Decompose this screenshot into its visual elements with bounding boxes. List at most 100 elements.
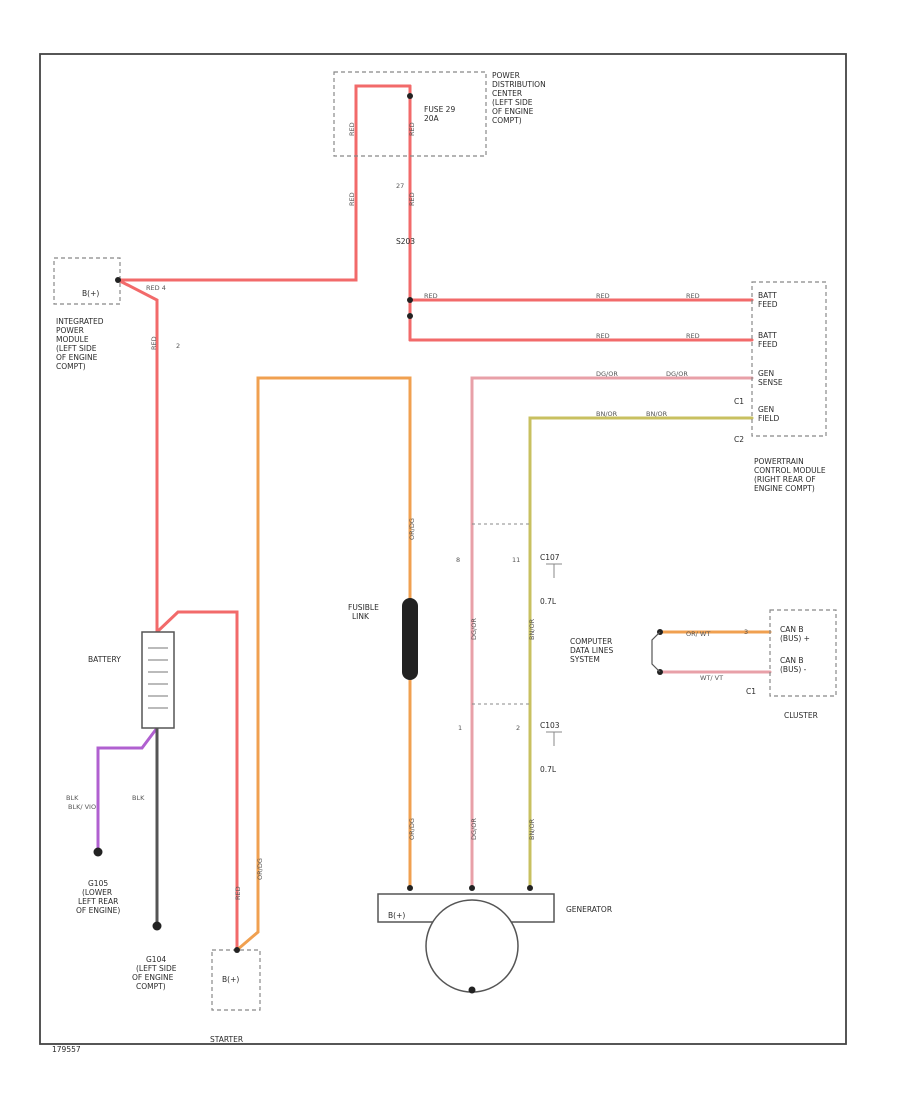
pcm-pin-label: BATT FEED BATT FEED GEN SENSE GEN FIELD bbox=[758, 291, 785, 423]
wl-red-4: RED bbox=[408, 192, 416, 206]
splice-label: S203 bbox=[396, 237, 415, 246]
ipm-line-3: MODULE bbox=[56, 335, 89, 344]
generator-symbol bbox=[377, 893, 555, 993]
pcm-line-4: ENGINE COMPT) bbox=[754, 484, 815, 493]
pdc-line-5: OF ENGINE bbox=[492, 107, 534, 116]
wl-pink-v1: DG/OR bbox=[470, 618, 478, 640]
wl-dg-or-1: DG/OR bbox=[596, 370, 618, 378]
wire-red-battery-starter bbox=[155, 610, 239, 952]
g104-label: G104 (LEFT SIDE OF ENGINE COMPT) bbox=[132, 955, 179, 991]
pcm-pin-4: FEED bbox=[758, 340, 778, 349]
wl-red-starter: RED bbox=[234, 886, 242, 900]
g104-line-1: G104 bbox=[146, 955, 166, 964]
cluster-pin-label: CAN B (BUS) + CAN B (BUS) - bbox=[780, 625, 812, 674]
splice-dot-1 bbox=[407, 93, 413, 99]
pcm-box bbox=[751, 281, 827, 437]
wl-pink-v2: DG/OR bbox=[470, 818, 478, 840]
g105-line-4: OF ENGINE) bbox=[76, 906, 120, 915]
pcm-pin-2: FEED bbox=[758, 300, 778, 309]
splice-dot-6 bbox=[407, 885, 413, 891]
wire-violet-ground bbox=[96, 726, 159, 854]
wire-pink-gen-sense bbox=[470, 376, 754, 890]
pcm-pin-8: FIELD bbox=[758, 414, 779, 423]
ipm-line-6: COMPT) bbox=[56, 362, 86, 371]
wires bbox=[96, 84, 772, 952]
cluster-pin-4: (BUS) - bbox=[780, 665, 807, 674]
fuse-line-2: 20A bbox=[424, 114, 440, 123]
pcm-pin-1: BATT bbox=[758, 291, 777, 300]
wl-red-feed-1a: RED bbox=[424, 292, 438, 300]
g104-line-4: COMPT) bbox=[136, 982, 166, 991]
cds-line-3: SYSTEM bbox=[570, 655, 600, 664]
pcm-pin-7: GEN bbox=[758, 405, 774, 414]
pcm-conn-c2: C2 bbox=[734, 435, 744, 444]
pcm-line-1: POWERTRAIN bbox=[754, 457, 804, 466]
ipm-line-2: POWER bbox=[56, 326, 84, 335]
wl-blk-vio: BLK BLK/ VIO bbox=[66, 794, 96, 811]
cluster-label: CLUSTER bbox=[784, 711, 818, 720]
connector-c103 bbox=[472, 703, 562, 746]
splice-dot-3 bbox=[407, 313, 413, 319]
wl-blk-vio-2: BLK/ VIO bbox=[68, 803, 96, 811]
pdc-line-3: CENTER bbox=[492, 89, 522, 98]
c107-label: C107 bbox=[540, 553, 560, 562]
generator-ground-dot bbox=[468, 986, 476, 994]
wl-red-feed-2a: RED bbox=[596, 332, 610, 340]
ipm-label: INTEGRATED POWER MODULE (LEFT SIDE OF EN… bbox=[56, 317, 106, 371]
pdc-box bbox=[333, 71, 487, 157]
pin-1: 1 bbox=[458, 724, 462, 732]
wire-orange-starter-generator bbox=[235, 376, 412, 952]
starter-pin: B(+) bbox=[222, 975, 239, 984]
pin-27: 27 bbox=[396, 182, 404, 190]
wl-orange-v2: OR/DG bbox=[408, 818, 416, 840]
pcm-pin-5: GEN bbox=[758, 369, 774, 378]
g105-line-2: (LOWER bbox=[82, 888, 112, 897]
g105-line-1: G105 bbox=[88, 879, 108, 888]
cluster-box bbox=[769, 609, 837, 697]
wl-orange-v1: OR/DG bbox=[408, 518, 416, 540]
ipm-pin: B(+) bbox=[82, 289, 99, 298]
splice-dot-7 bbox=[469, 885, 475, 891]
splice-dot-5 bbox=[234, 947, 240, 953]
pdc-label: POWER DISTRIBUTION CENTER (LEFT SIDE OF … bbox=[492, 71, 548, 125]
wl-red-1: RED bbox=[348, 122, 356, 136]
battery-label: BATTERY bbox=[88, 655, 121, 664]
ipm-line-5: OF ENGINE bbox=[56, 353, 98, 362]
connector-c107 bbox=[472, 523, 562, 578]
ground-g104-dot bbox=[152, 921, 162, 931]
wl-yg-v1: BN/OR bbox=[528, 618, 536, 640]
splice-dot-4 bbox=[115, 277, 121, 283]
wl-blk: BLK bbox=[132, 794, 145, 802]
pdc-line-4: (LEFT SIDE bbox=[492, 98, 533, 107]
cluster-pin-1: CAN B bbox=[780, 625, 804, 634]
fuse-label: FUSE 29 20A bbox=[424, 105, 458, 123]
ground-g105-dot bbox=[93, 847, 103, 857]
wl-dg-or-2: DG/OR bbox=[666, 370, 688, 378]
cds-line-2: DATA LINES bbox=[570, 646, 613, 655]
g105-label: G105 (LOWER LEFT REAR OF ENGINE) bbox=[76, 879, 121, 915]
generator-label: GENERATOR bbox=[566, 905, 612, 914]
pcm-pin-6: SENSE bbox=[758, 378, 783, 387]
splice-dot-8 bbox=[527, 885, 533, 891]
starter-label: STARTER bbox=[210, 1035, 243, 1044]
cds-line-1: COMPUTER bbox=[570, 637, 612, 646]
pin-3: 3 bbox=[744, 628, 748, 636]
wl-yg-1: BN/OR bbox=[596, 410, 618, 418]
data-bracket bbox=[651, 631, 661, 673]
computer-data-label: COMPUTER DATA LINES SYSTEM bbox=[570, 637, 616, 664]
wl-red-feed-1c: RED bbox=[686, 292, 700, 300]
wire-red-pdc-loop bbox=[116, 84, 412, 282]
pin-11: 11 bbox=[512, 556, 520, 564]
wl-red-2: RED bbox=[348, 192, 356, 206]
pdc-line-2: DISTRIBUTION bbox=[492, 80, 546, 89]
c103-label: C103 bbox=[540, 721, 560, 730]
wl-vt-wt: WT/ VT bbox=[700, 674, 723, 682]
c107-v: 0.7L bbox=[540, 597, 557, 606]
ipm-line-4: (LEFT SIDE bbox=[56, 344, 97, 353]
generator-pin: B(+) bbox=[388, 911, 405, 920]
wl-red-feed-2b: RED bbox=[686, 332, 700, 340]
wl-yg-2: BN/OR bbox=[646, 410, 668, 418]
fuse-line-1: FUSE 29 bbox=[424, 105, 455, 114]
wl-red-ipm: RED 4 bbox=[146, 284, 166, 292]
